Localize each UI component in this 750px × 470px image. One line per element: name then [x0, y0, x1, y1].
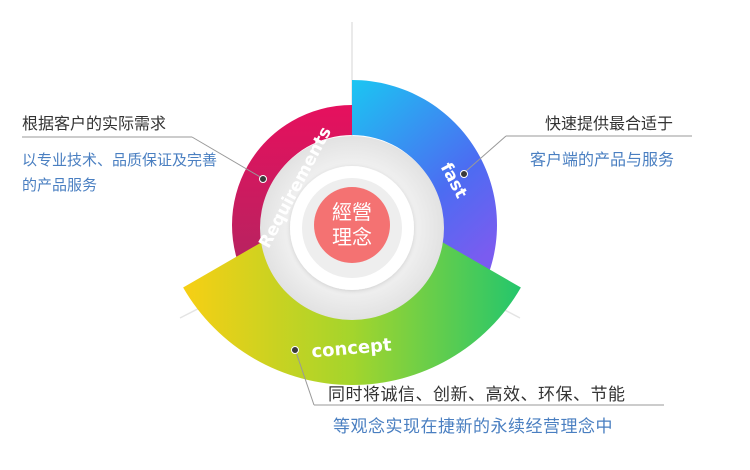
- connector-right: [460, 135, 692, 178]
- connector-bottom: [291, 346, 664, 406]
- bottom-desc-line1: 等观念实现在捷新的永续经营理念中: [333, 417, 613, 437]
- left-desc-line1: 以专业技术、品质保证及完善: [22, 151, 218, 169]
- right-desc-line1: 客户端的产品与服务: [530, 150, 675, 169]
- bottom-title: 同时将诚信、创新、高效、环保、节能: [328, 385, 626, 405]
- center-circle: [314, 187, 390, 263]
- center-label-line1: 經營: [332, 200, 372, 224]
- connector-left: [22, 136, 267, 183]
- right-title: 快速提供最合适于: [545, 114, 674, 133]
- fast-segment: [352, 80, 497, 298]
- center-label-line2: 理念: [332, 225, 372, 249]
- left-desc-line2: 的产品服务: [22, 176, 98, 194]
- left-title: 根据客户的实际需求: [22, 114, 167, 133]
